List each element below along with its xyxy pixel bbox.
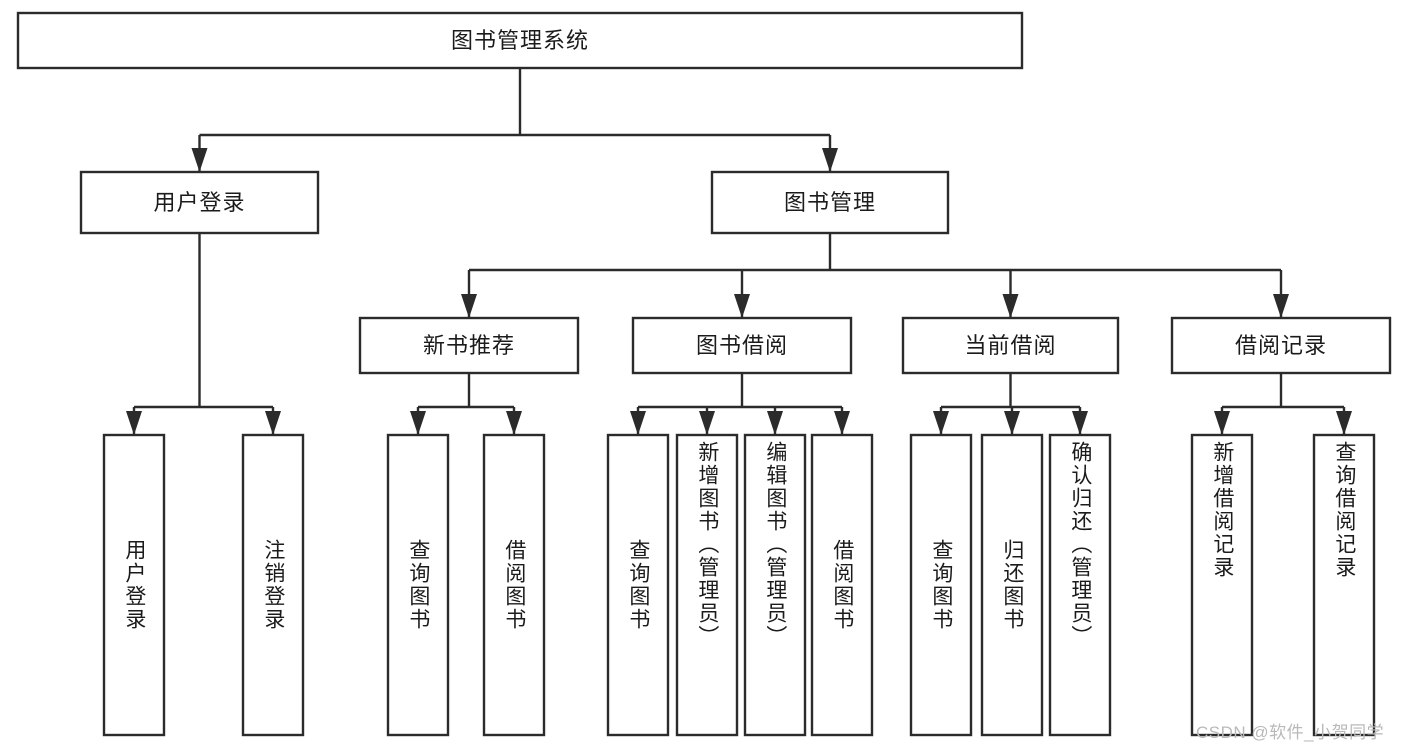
connector-layer [126, 68, 1352, 435]
node-box-leaf-logout[interactable] [241, 433, 305, 737]
arrow-head-icon-borrow-record [1273, 294, 1289, 318]
arrow-head-icon-leaf-confirm-return [1072, 411, 1088, 435]
node-box-leaf-query-book-recommend[interactable] [386, 433, 450, 737]
arrow-head-icon-current-borrow [1002, 294, 1019, 318]
arrow-head-icon-leaf-user-login [126, 411, 142, 435]
node-box-leaf-borrow-book[interactable] [810, 433, 874, 737]
node-box-leaf-return-book[interactable] [980, 433, 1044, 737]
arrow-head-icon-leaf-edit-book [767, 411, 783, 435]
node-box-leaf-edit-book[interactable] [743, 433, 807, 737]
node-box-leaf-borrow-book-recommend[interactable] [482, 433, 546, 737]
arrow-head-icon-leaf-add-book [699, 411, 715, 435]
node-box-leaf-add-borrow-record[interactable] [1190, 433, 1254, 737]
arrow-head-icon-book-management [822, 148, 838, 172]
node-box-current-borrow[interactable] [901, 316, 1120, 375]
arrow-head-icon-leaf-borrow-book [834, 411, 850, 435]
arrow-head-icon-user-login [191, 148, 208, 172]
arrow-head-icon-leaf-query-book-borrow [630, 411, 646, 435]
node-box-book-borrow[interactable] [631, 316, 853, 375]
node-box-new-book-recommend[interactable] [358, 316, 580, 375]
arrow-head-icon-leaf-return-book [1004, 411, 1020, 435]
node-box-leaf-query-borrow-record[interactable] [1312, 433, 1376, 737]
node-box-leaf-query-book-borrow[interactable] [606, 433, 670, 737]
node-box-leaf-user-login[interactable] [102, 433, 166, 737]
node-box-borrow-record[interactable] [1170, 316, 1392, 375]
node-box-leaf-confirm-return[interactable] [1048, 433, 1112, 737]
node-box-layer [16, 11, 1392, 737]
arrow-head-icon-leaf-add-borrow-record [1214, 411, 1230, 435]
arrow-head-icon-book-borrow [734, 294, 750, 318]
node-box-user-login[interactable] [79, 170, 320, 235]
arrow-head-icon-leaf-query-book-recommend [410, 411, 426, 435]
node-box-leaf-add-book[interactable] [675, 433, 739, 737]
node-box-leaf-query-book-current[interactable] [909, 433, 973, 737]
arrow-head-icon-new-book-recommend [461, 294, 477, 318]
arrow-head-icon-leaf-query-borrow-record [1336, 411, 1352, 435]
node-box-root[interactable] [16, 11, 1024, 70]
arrow-head-icon-leaf-borrow-book-recommend [506, 411, 522, 435]
arrow-head-icon-leaf-logout [265, 411, 281, 435]
node-box-book-management[interactable] [710, 170, 950, 235]
arrow-head-icon-leaf-query-book-current [933, 411, 949, 435]
